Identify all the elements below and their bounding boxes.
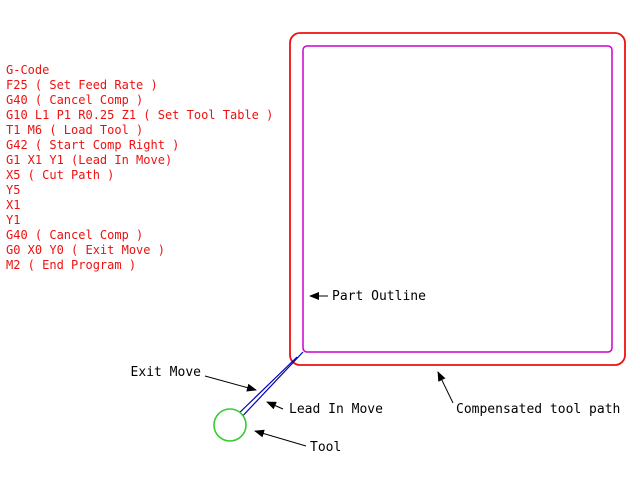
gcode-line: Y5	[6, 183, 21, 197]
compensated-tool-path-arrow	[437, 371, 454, 404]
exit-move-line	[233, 356, 298, 419]
gcode-line: Y1	[6, 213, 21, 227]
gcode-line: T1 M6 ( Load Tool )	[6, 123, 144, 137]
gcode-listing: G-Code F25 ( Set Feed Rate ) G40 ( Cance…	[6, 63, 273, 273]
gcode-line: X5 ( Cut Path )	[6, 168, 115, 182]
gcode-line: G42 ( Start Comp Right )	[6, 138, 180, 152]
gcode-line: G0 X0 Y0 ( Exit Move )	[6, 243, 165, 257]
exit-move-arrow	[204, 375, 257, 392]
tool-arrow	[254, 429, 307, 447]
gcode-line: G40 ( Cancel Comp )	[6, 228, 144, 242]
gcode-line: G-Code	[6, 63, 50, 77]
part-outline-rect	[302, 45, 613, 353]
gcode-line: F25 ( Set Feed Rate )	[6, 78, 158, 92]
part-outline-label: Part Outline	[332, 289, 426, 304]
lead-in-move-label: Lead In Move	[289, 402, 383, 417]
tool-circle	[213, 408, 247, 442]
lead-in-move-arrow	[266, 401, 284, 410]
lead-in-move-line	[236, 351, 304, 423]
exit-move-label: Exit Move	[131, 365, 202, 380]
gcode-line: M2 ( End Program )	[6, 258, 137, 272]
tool-label: Tool	[310, 440, 341, 455]
compensated-tool-path-rect	[289, 32, 626, 366]
compensated-tool-path-label: Compensated tool path	[456, 402, 620, 417]
gcode-line: G40 ( Cancel Comp )	[6, 93, 144, 107]
gcode-line: X1	[6, 198, 21, 212]
gcode-line: G10 L1 P1 R0.25 Z1 ( Set Tool Table )	[6, 108, 274, 122]
gcode-line: G1 X1 Y1 (Lead In Move)	[6, 153, 173, 167]
